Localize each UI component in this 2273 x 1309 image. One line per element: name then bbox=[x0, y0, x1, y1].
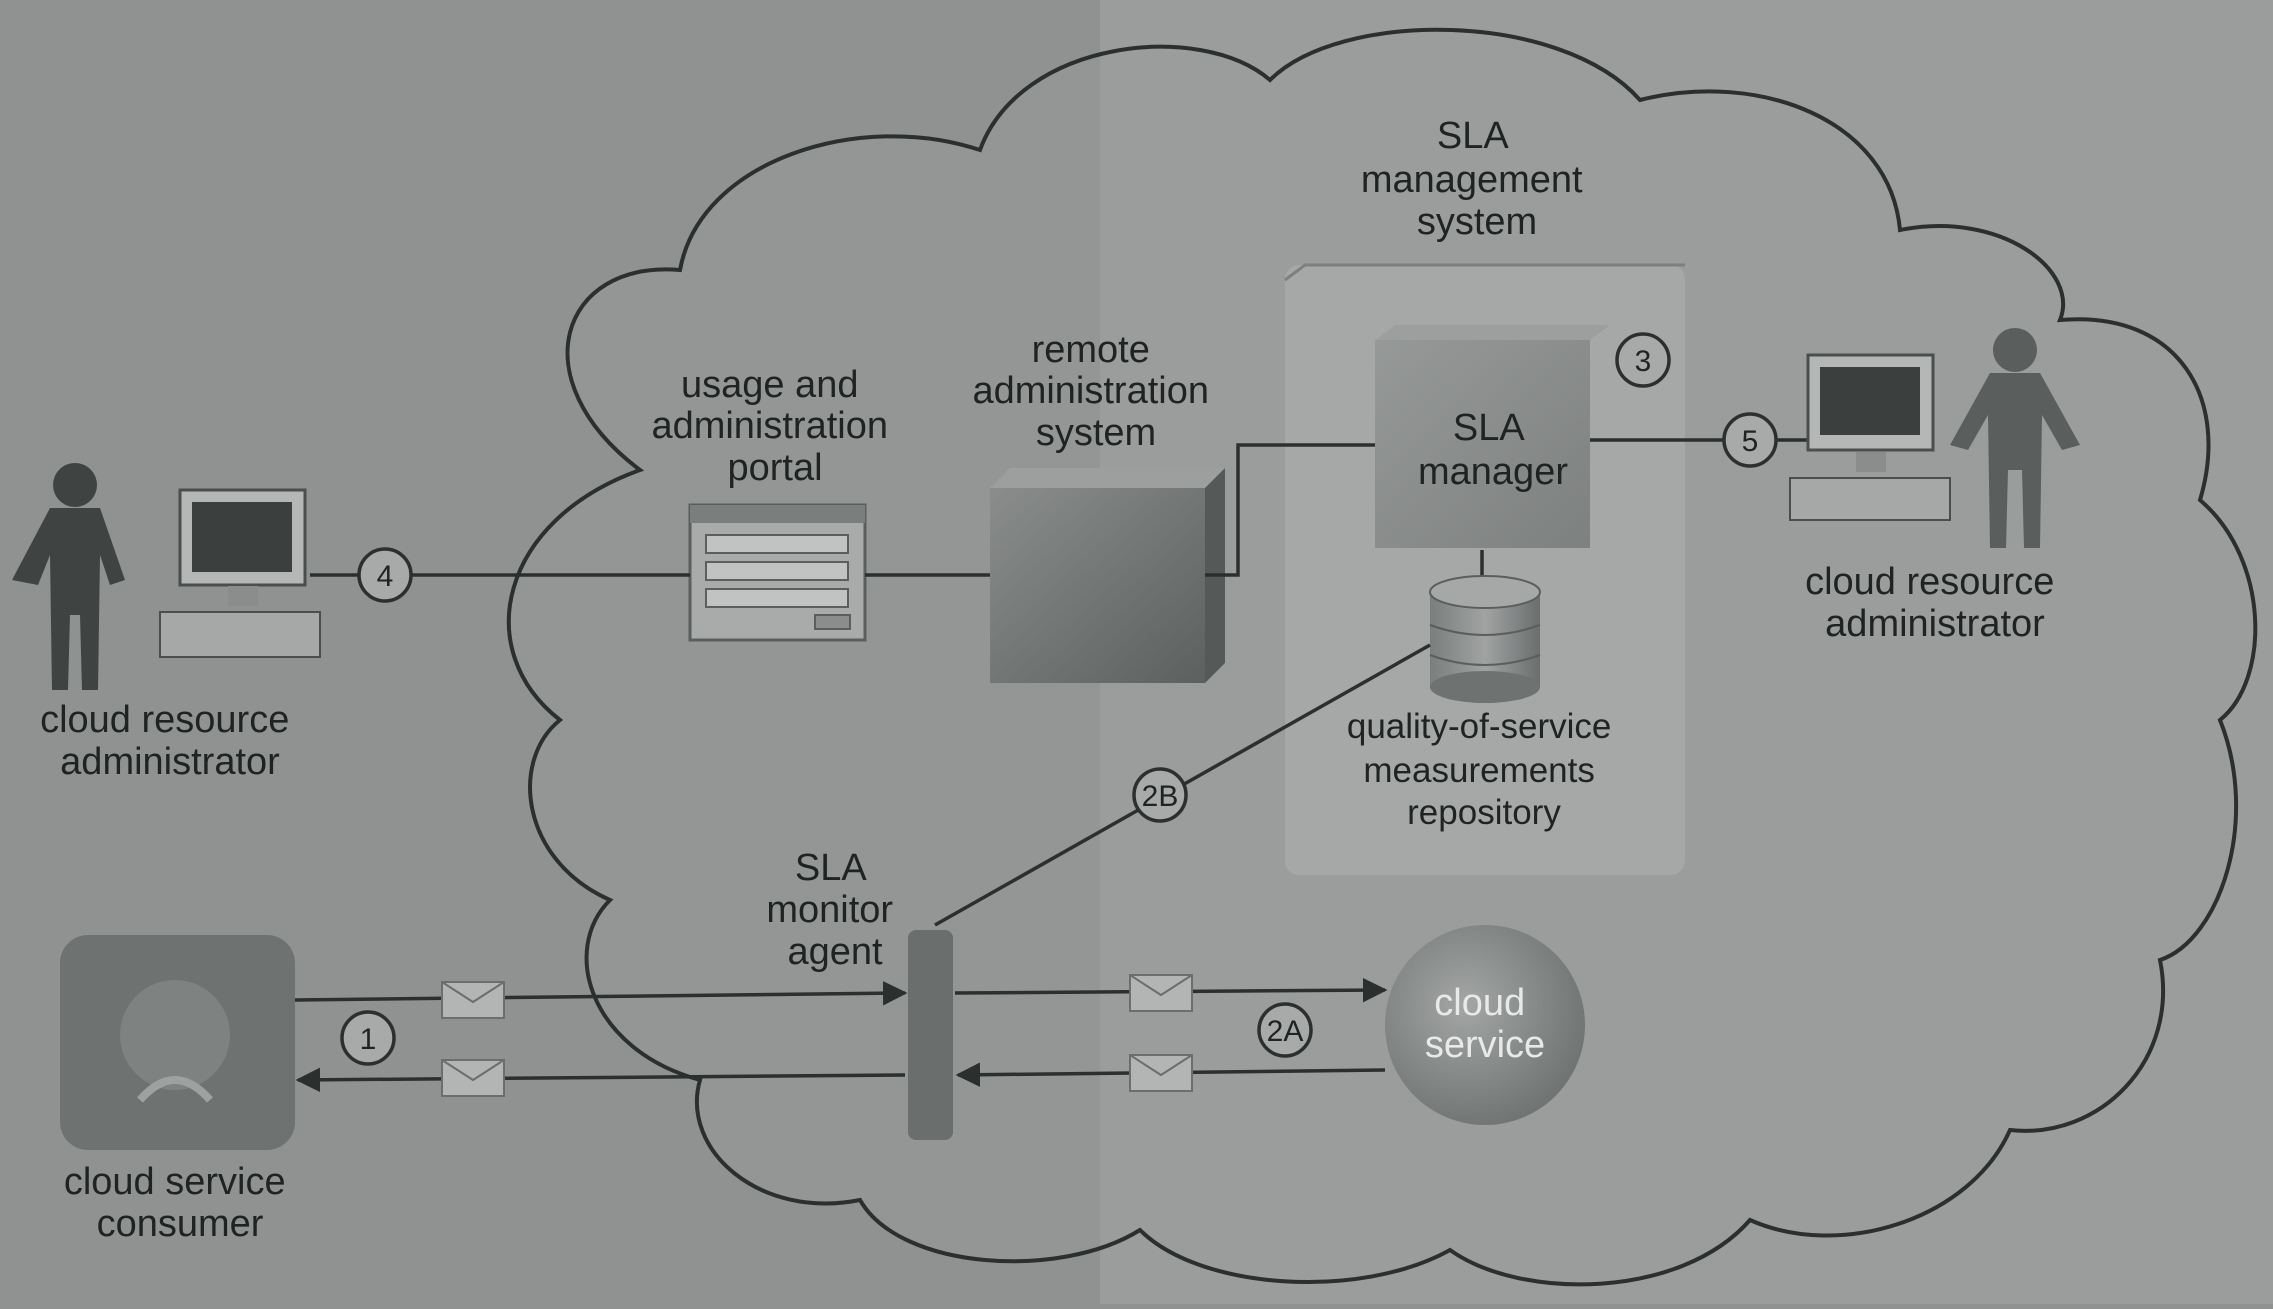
sla-management-system-label: SLA management system bbox=[1361, 115, 1593, 243]
sla-manager-label: SLA manager bbox=[1418, 407, 1568, 493]
response-arrow-agent-consumer bbox=[295, 1067, 906, 1093]
sla-monitor-agent-bar bbox=[908, 930, 953, 1140]
consumer-label: cloud service consumer bbox=[64, 1161, 296, 1245]
request-arrow-consumer-agent bbox=[294, 981, 908, 1006]
portal-label: usage and administration portal bbox=[651, 364, 898, 489]
step-5-marker bbox=[1722, 412, 1778, 468]
step-2a-label: 2A bbox=[1267, 1015, 1304, 1048]
step-3-marker bbox=[1615, 332, 1671, 388]
database-icon bbox=[1429, 575, 1541, 703]
admin-left-label: cloud resource administrator bbox=[40, 699, 300, 783]
remote-manager-link bbox=[1205, 443, 1375, 577]
sla-monitor-agent-label: SLA monitor agent bbox=[766, 847, 903, 973]
cloud-service-circle bbox=[1385, 925, 1585, 1125]
admin-right-label: cloud resource administrator bbox=[1805, 561, 2065, 645]
step-1-marker bbox=[340, 1010, 396, 1066]
step-2b-label: 2B bbox=[1142, 780, 1179, 813]
computer-icon-right bbox=[1789, 353, 1951, 521]
message-envelope-icon bbox=[1129, 974, 1193, 1012]
step-5-label: 5 bbox=[1742, 425, 1759, 458]
remote-admin-system-box bbox=[990, 468, 1225, 683]
administrator-icon-left bbox=[12, 463, 125, 690]
repository-label: quality-of-service measurements reposito… bbox=[1347, 707, 1621, 832]
message-envelope-icon bbox=[1129, 1054, 1193, 1092]
step-2a-marker bbox=[1257, 1002, 1313, 1058]
consumer-icon bbox=[60, 935, 295, 1150]
administrator-icon-right bbox=[1950, 328, 2080, 548]
computer-icon-left bbox=[159, 488, 321, 658]
message-envelope-icon bbox=[441, 981, 505, 1019]
portal-window-icon bbox=[688, 503, 867, 642]
step-4-marker bbox=[357, 547, 413, 603]
step-3-label: 3 bbox=[1635, 345, 1652, 378]
step-4-label: 4 bbox=[377, 560, 394, 593]
remote-admin-system-label: remote administration system bbox=[972, 329, 1219, 454]
message-envelope-icon bbox=[441, 1059, 505, 1097]
cloud-service-label: cloud service bbox=[1425, 982, 1545, 1066]
step-1-label: 1 bbox=[360, 1023, 377, 1056]
sla-manager-box bbox=[1375, 325, 1610, 548]
step-2b-marker bbox=[1132, 767, 1188, 823]
